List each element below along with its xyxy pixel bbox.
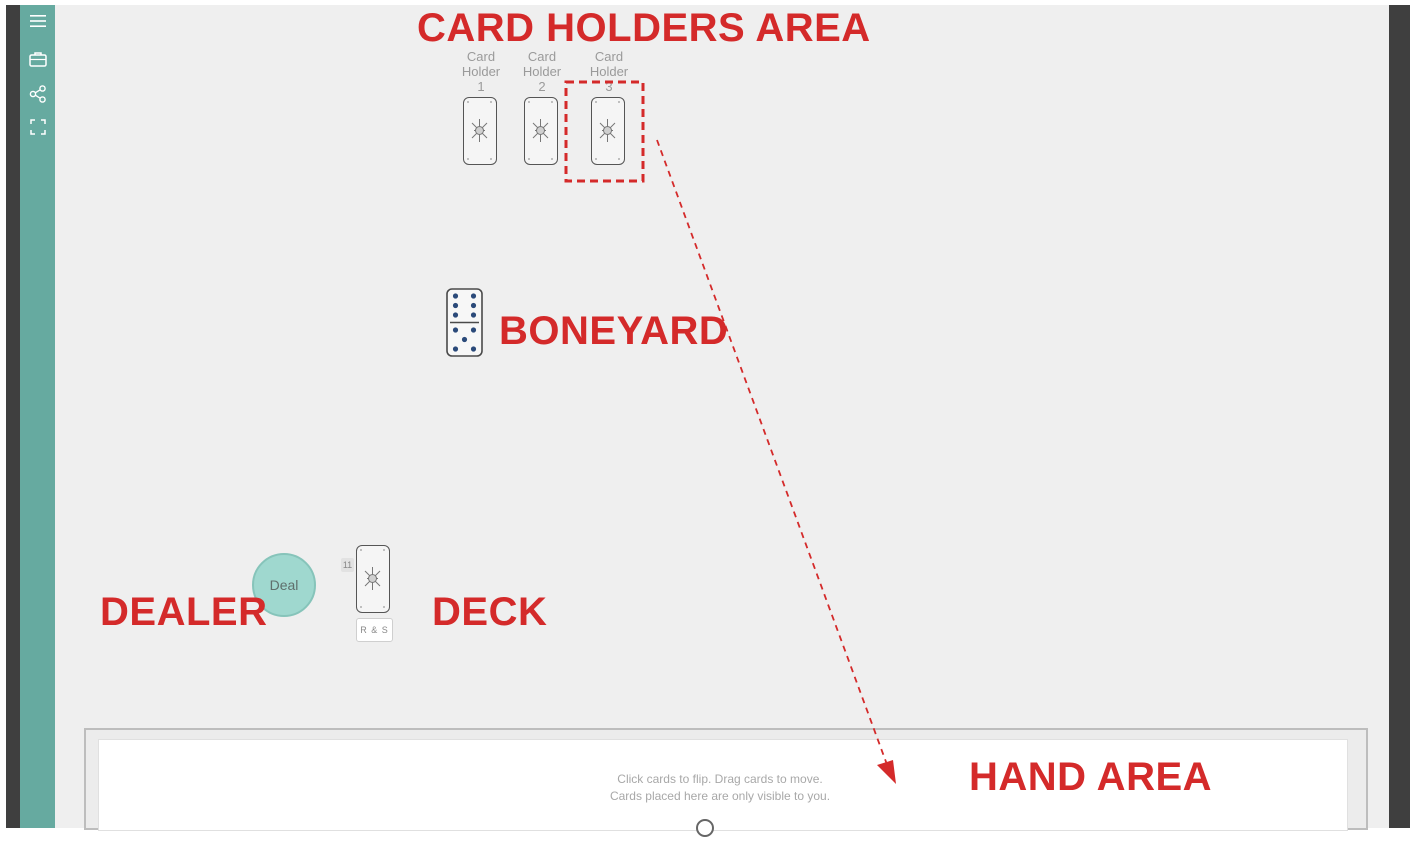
- game-table: [55, 5, 1389, 828]
- sidebar: [20, 5, 55, 828]
- card-holder-3-label-line2: Holder: [589, 64, 629, 79]
- deck-count-badge: 11: [341, 558, 354, 572]
- card-holder-1-label-line2: Holder: [461, 64, 501, 79]
- hamburger-menu-icon[interactable]: [20, 9, 55, 33]
- dealer-annotation: DEALER: [100, 590, 268, 634]
- card-holder-2-label: Card Holder 2: [512, 49, 572, 94]
- card-holders-area-annotation: CARD HOLDERS AREA: [417, 6, 871, 50]
- card-holder-3-label-line1: Card: [594, 49, 624, 64]
- card-holder-1-card[interactable]: [463, 97, 497, 165]
- card-holder-2-card[interactable]: [524, 97, 558, 165]
- boneyard-annotation: BONEYARD: [499, 309, 729, 353]
- briefcase-icon[interactable]: [20, 47, 55, 71]
- fullscreen-icon[interactable]: [20, 115, 55, 139]
- card-holder-3-label: Card Holder 3: [579, 49, 639, 94]
- deck-annotation: DECK: [432, 590, 548, 634]
- deck-name-label[interactable]: R & S: [356, 618, 393, 642]
- boneyard-domino[interactable]: [446, 288, 483, 357]
- card-holder-3-card[interactable]: [591, 97, 625, 165]
- share-icon[interactable]: [20, 82, 55, 106]
- hand-area-resize-handle[interactable]: [696, 819, 714, 837]
- card-holder-1-label: Card Holder 1: [451, 49, 511, 94]
- card-holder-1-label-line1: Card: [466, 49, 496, 64]
- hand-area-hint-line2: Cards placed here are only visible to yo…: [609, 789, 831, 803]
- deal-button[interactable]: Deal: [252, 553, 316, 617]
- deck-card-stack[interactable]: [356, 545, 390, 613]
- hand-area-hint-line1: Click cards to flip. Drag cards to move.: [617, 772, 823, 786]
- card-holder-2-label-line2: Holder: [522, 64, 562, 79]
- card-holder-2-label-line1: Card: [527, 49, 557, 64]
- card-holder-2-label-line3: 2: [538, 79, 546, 94]
- hand-area-annotation: HAND AREA: [969, 755, 1213, 799]
- card-holder-3-label-line3: 3: [605, 79, 613, 94]
- card-holder-1-label-line3: 1: [477, 79, 485, 94]
